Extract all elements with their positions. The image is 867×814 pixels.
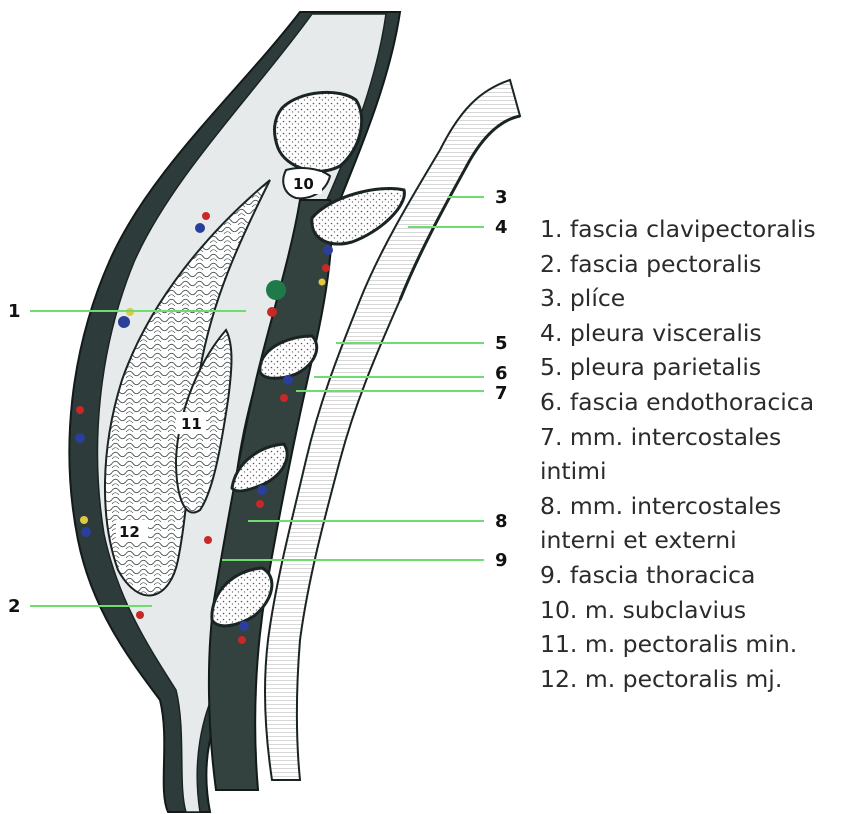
legend-item: 6. fascia endothoracica [540, 385, 867, 420]
callout-6: 6 [495, 363, 508, 384]
structure-label-11: 11 [181, 415, 202, 433]
legend-item: 3. plíce [540, 281, 867, 316]
callout-7: 7 [495, 383, 508, 404]
legend-item: 4. pleura visceralis [540, 316, 867, 351]
legend-item: 2. fascia pectoralis [540, 247, 867, 282]
legend-item: interni et externi [540, 523, 867, 558]
callout-1: 1 [8, 301, 21, 322]
legend-item: 1. fascia clavipectoralis [540, 212, 867, 247]
legend-item: 11. m. pectoralis min. [540, 627, 867, 662]
legend-item: 12. m. pectoralis mj. [540, 662, 867, 697]
callout-4: 4 [495, 217, 508, 238]
legend-item: 8. mm. intercostales [540, 489, 867, 524]
legend-item: 10. m. subclavius [540, 593, 867, 628]
legend-list: 1. fascia clavipectoralis 2. fascia pect… [540, 212, 867, 696]
callout-9: 9 [495, 550, 508, 571]
legend-item: intimi [540, 454, 867, 489]
legend-item: 7. mm. intercostales [540, 420, 867, 455]
callout-8: 8 [495, 511, 508, 532]
callout-5: 5 [495, 333, 508, 354]
legend-item: 5. pleura parietalis [540, 350, 867, 385]
callout-3: 3 [495, 187, 508, 208]
callout-2: 2 [8, 596, 21, 617]
structure-label-12: 12 [119, 523, 140, 541]
legend-item: 9. fascia thoracica [540, 558, 867, 593]
clavicle-bone [275, 92, 362, 171]
structure-label-10: 10 [293, 175, 314, 193]
